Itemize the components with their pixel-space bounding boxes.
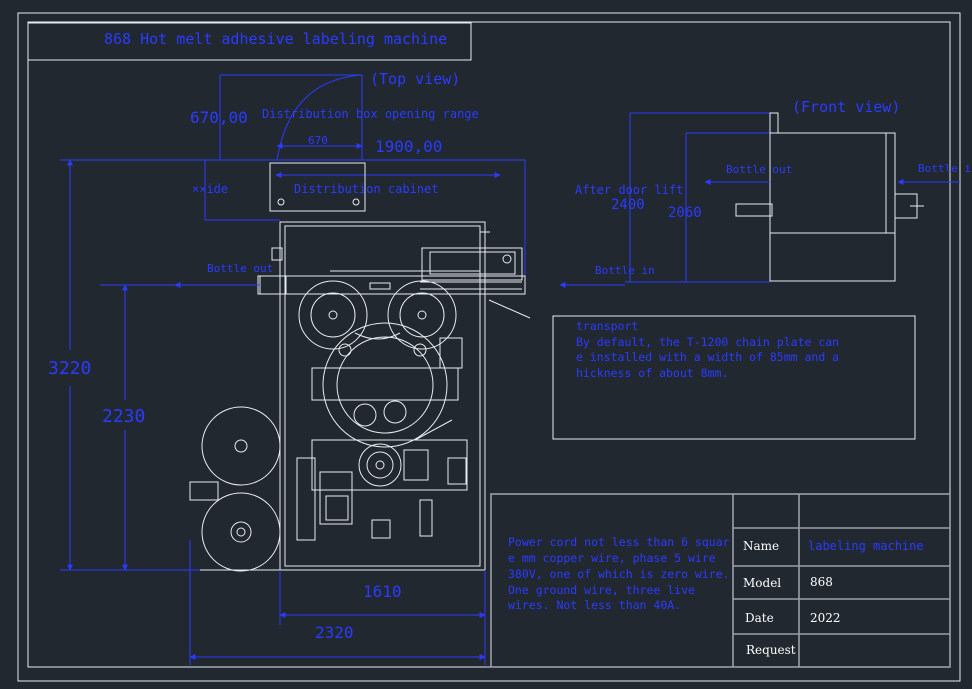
- name-label: Name: [743, 539, 779, 553]
- drawing-title: 868 Hot melt adhesive labeling machine: [104, 30, 447, 48]
- date-value: 2022: [810, 611, 841, 625]
- dim-1610: 1610: [363, 582, 402, 601]
- transport-line-2: e installed with a width of 85mm and a: [576, 350, 839, 364]
- top-bottle-out: Bottle out: [207, 262, 273, 275]
- dim-3220: 3220: [48, 358, 91, 379]
- info-table: Name labeling machine Model 868 Date 202…: [732, 494, 950, 667]
- top-view-label: (Top view): [370, 70, 460, 88]
- date-label: Date: [745, 611, 774, 625]
- power-note: Power cord not less than 6 squar e mm co…: [490, 493, 951, 668]
- dim-1900: 1900,00: [375, 137, 442, 156]
- request-label: Request: [746, 643, 796, 657]
- front-bottle-in: Bottle in: [595, 264, 655, 277]
- power-line-1: Power cord not less than 6 squar: [508, 535, 730, 549]
- power-line-3: 380V, one of which is zero wire.: [508, 567, 730, 581]
- title-box: [27, 22, 472, 61]
- distribution-cabinet-label: Distribution cabinet: [294, 182, 439, 196]
- top-view: (Top view) 670,00 Distribution box openi…: [40, 70, 531, 665]
- transport-note: transport By default, the T-1200 chain p…: [552, 315, 916, 440]
- dim-2400: 2400: [611, 197, 645, 213]
- front-view-label: (Front view): [792, 98, 900, 116]
- front-bottle-out: Bottle out: [726, 163, 792, 176]
- dim-2060: 2060: [668, 205, 702, 221]
- transport-line-1: By default, the T-1200 chain plate can: [576, 335, 839, 349]
- power-line-4: One ground wire, three live: [508, 583, 695, 597]
- front-view: (Front view) After door lift 2400 2060 B…: [559, 98, 971, 288]
- dim-2320: 2320: [315, 623, 354, 642]
- inner-frame: [27, 21, 951, 668]
- dim-2230: 2230: [102, 406, 145, 427]
- transport-line-3: hickness of about 8mm.: [576, 366, 728, 380]
- outer-frame: [17, 12, 961, 682]
- power-line-5: wires. Not less than 40A.: [508, 598, 681, 612]
- front-bottle-in-right: Bottle i: [918, 162, 971, 175]
- distribution-box-range: Distribution box opening range: [262, 107, 479, 121]
- model-value: 868: [810, 575, 833, 589]
- after-door-lift: After door lift: [575, 183, 683, 197]
- model-label: Model: [743, 576, 781, 590]
- power-line-2: e mm copper wire, phase 5 wire: [508, 551, 716, 565]
- top-left-label: ××ide: [192, 182, 228, 196]
- name-value: labeling machine: [808, 539, 924, 553]
- transport-heading: transport: [576, 319, 638, 333]
- dim-670: 670: [308, 134, 328, 147]
- dim-670-00: 670,00: [190, 108, 248, 127]
